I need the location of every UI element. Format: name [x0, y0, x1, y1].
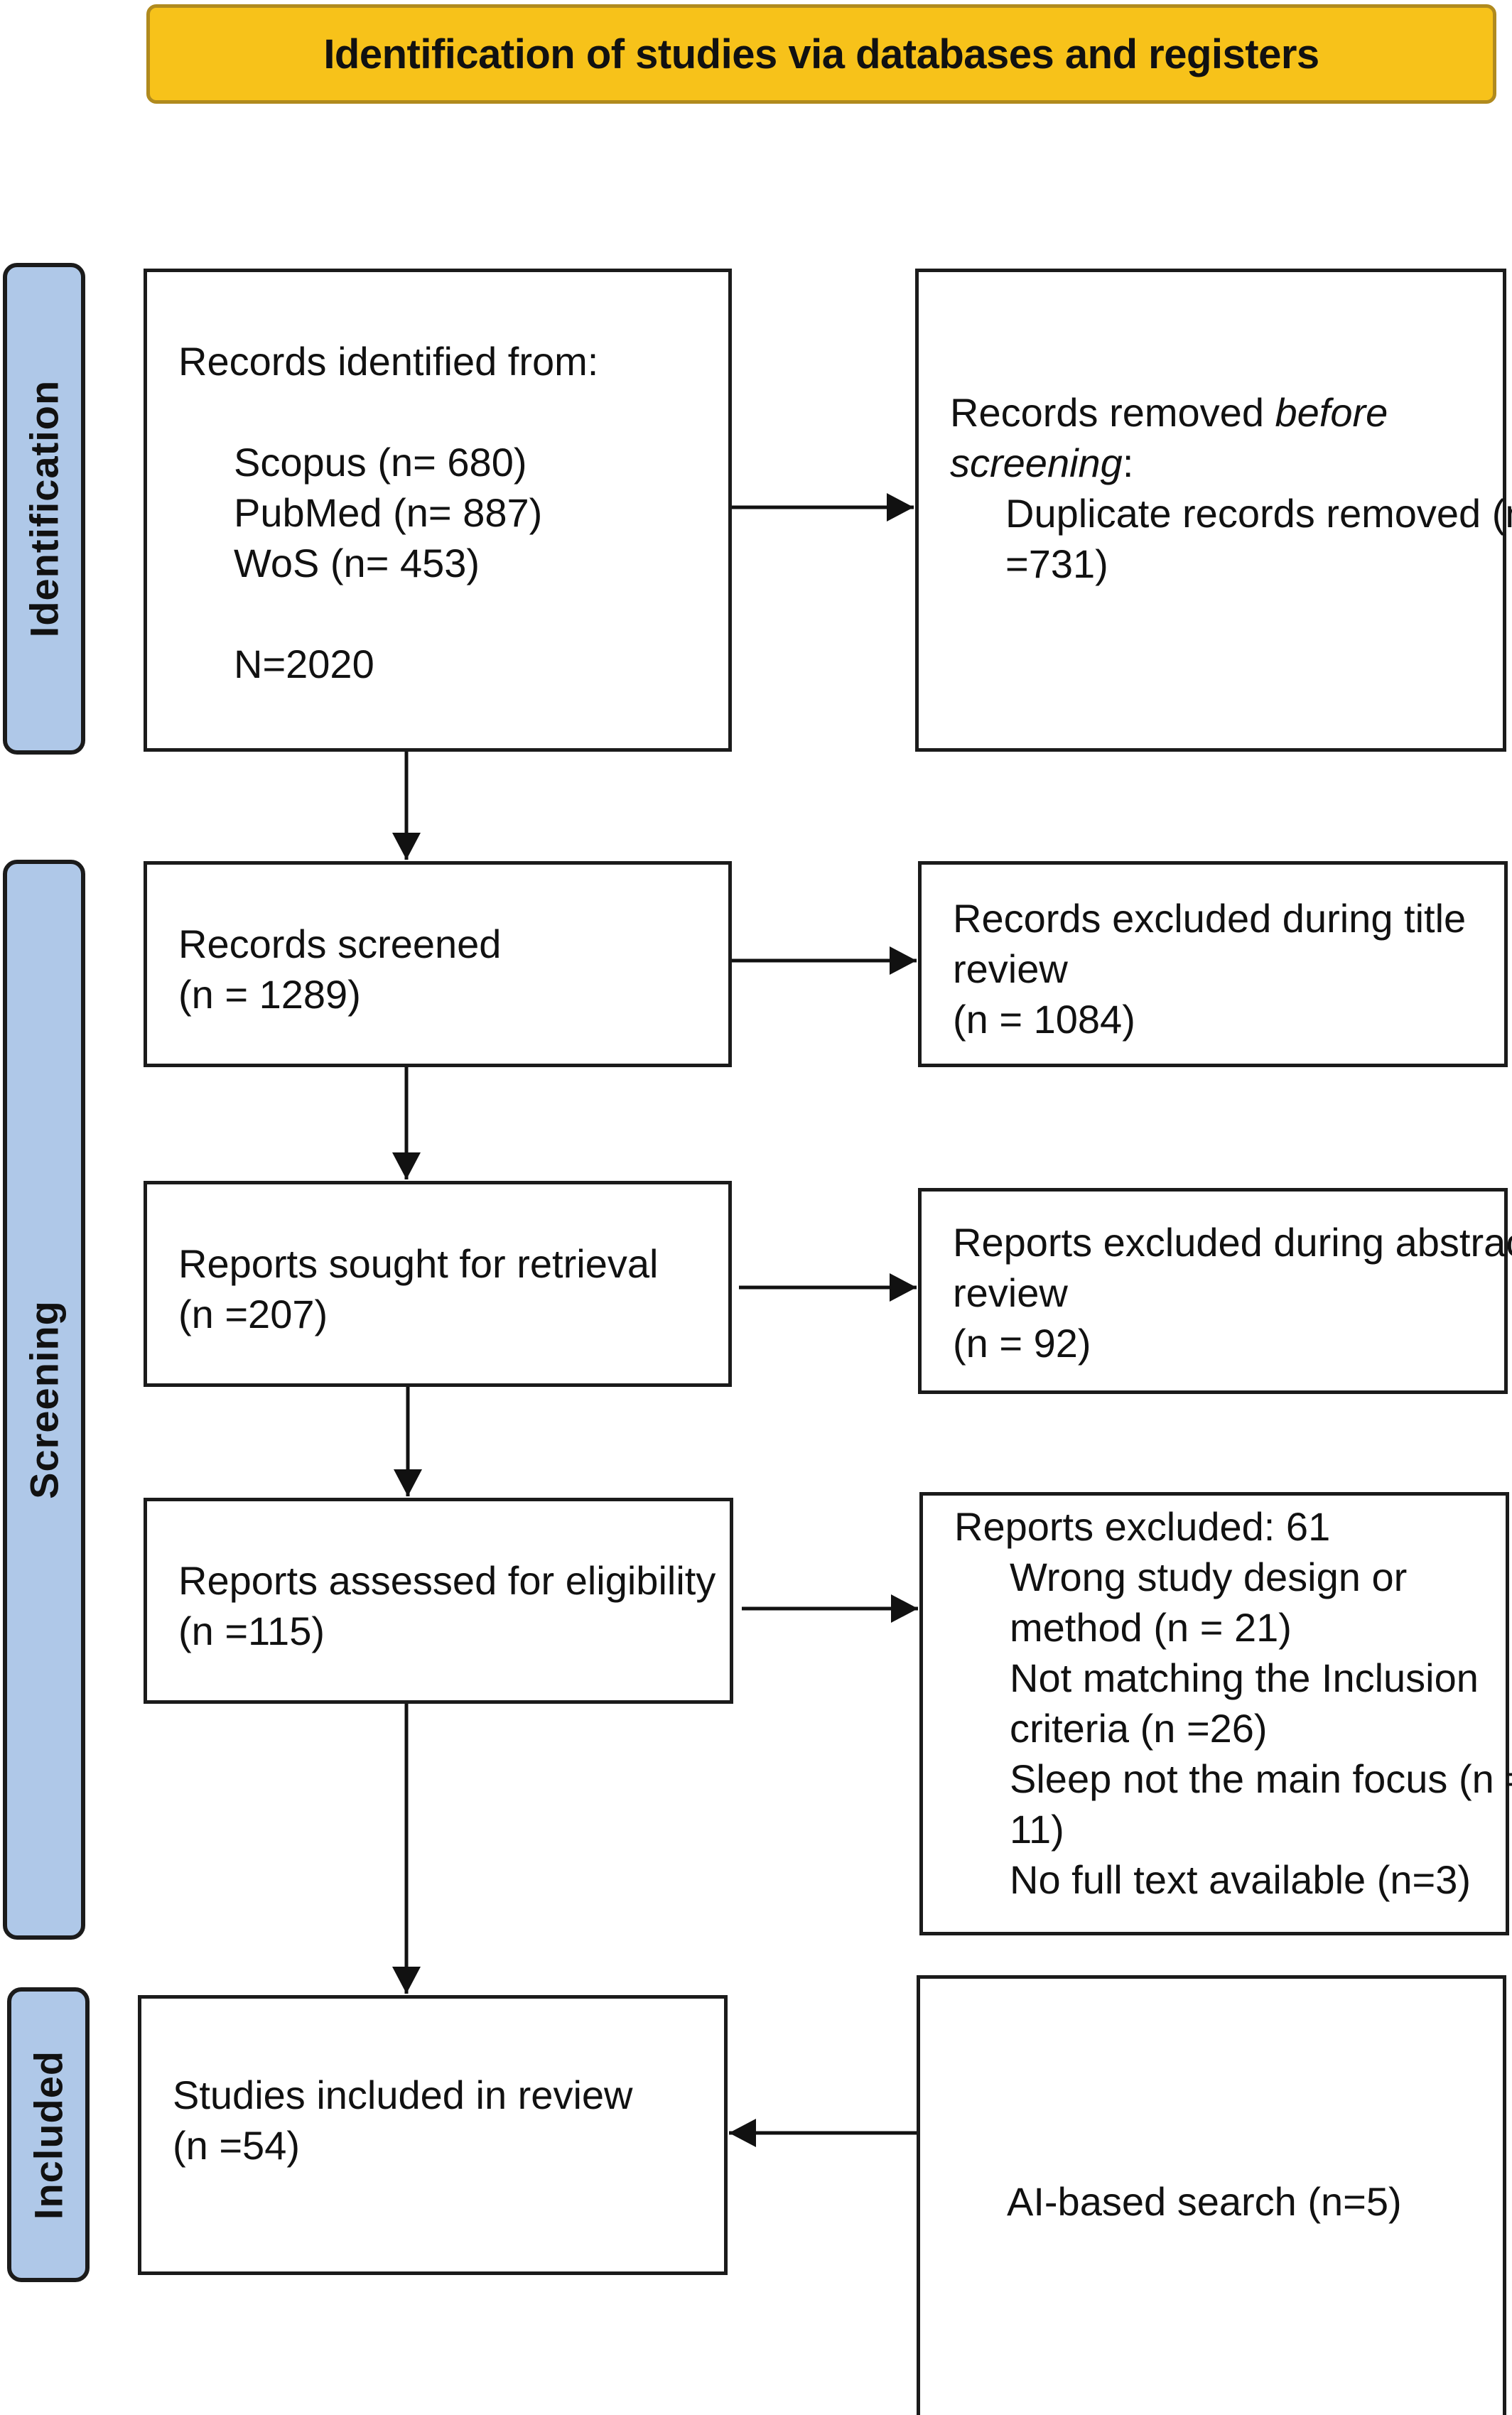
source-pubmed: PubMed (n= 887) [234, 490, 543, 535]
reports-excluded-abstract-line1: Reports excluded during abstract [953, 1220, 1512, 1265]
ai-search-label: AI-based search (n=5) [1007, 2179, 1402, 2224]
records-identified-heading: Records identified from: [178, 339, 599, 384]
excluded-reason-line: Not matching the Inclusion [1010, 1655, 1479, 1700]
reports-excluded-heading: Reports excluded: 61 [954, 1504, 1331, 1549]
records-excluded-title-line1: Records excluded during title [953, 896, 1467, 941]
records-identified-total: N=2020 [234, 642, 374, 686]
reports-excluded-abstract-line2: review [953, 1270, 1068, 1315]
excluded-reason-line: 11) [1010, 1807, 1064, 1852]
records-excluded-title-box: Records excluded during title review (n … [918, 861, 1508, 1067]
records-excluded-title-line2: review [953, 946, 1068, 991]
arrowhead [394, 1469, 422, 1496]
arrowhead [392, 1152, 421, 1179]
reports-sought-label: Reports sought for retrieval [178, 1241, 659, 1286]
studies-included-count: (n =54) [173, 2123, 300, 2168]
duplicates-removed-line: Duplicate records removed (n [1005, 491, 1512, 536]
reports-assessed-box: Reports assessed for eligibility (n =115… [144, 1498, 733, 1704]
records-screened-count: (n = 1289) [178, 972, 361, 1017]
excluded-reason-line: Sleep not the main focus (n = [1010, 1756, 1512, 1801]
arrowhead [891, 1594, 918, 1623]
reports-sought-box: Reports sought for retrieval (n =207) [144, 1181, 732, 1387]
records-screened-box: Records screened (n = 1289) [144, 861, 732, 1067]
reports-excluded-abstract-count: (n = 92) [953, 1321, 1091, 1366]
reports-assessed-count: (n =115) [178, 1609, 325, 1653]
source-scopus: Scopus (n= 680) [234, 440, 527, 485]
header-banner: Identification of studies via databases … [146, 4, 1496, 104]
records-identified-box: Records identified from: Scopus (n= 680)… [144, 269, 732, 752]
phase-included: Included [7, 1987, 90, 2282]
records-removed-line1: Records removed before [950, 390, 1388, 435]
arrowhead [887, 493, 914, 522]
studies-included-box: Studies included in review (n =54) [138, 1995, 728, 2275]
records-removed-line2: screening: [950, 441, 1134, 485]
excluded-reason-line: method (n = 21) [1010, 1605, 1292, 1650]
records-screened-label: Records screened [178, 922, 502, 966]
studies-included-label: Studies included in review [173, 2073, 633, 2117]
records-removed-box: Records removed before screening: Duplic… [915, 269, 1512, 752]
source-wos: WoS (n= 453) [234, 541, 480, 585]
header-title: Identification of studies via databases … [323, 31, 1319, 77]
reports-excluded-abstract-box: Reports excluded during abstract review … [918, 1188, 1512, 1394]
excluded-reason-line: Wrong study design or [1010, 1555, 1408, 1599]
records-excluded-title-count: (n = 1084) [953, 997, 1135, 1042]
arrowhead [890, 946, 917, 975]
reports-assessed-label: Reports assessed for eligibility [178, 1558, 716, 1603]
arrowhead [729, 2119, 756, 2147]
excluded-reason-line: criteria (n =26) [1010, 1706, 1268, 1751]
arrowhead [392, 1967, 421, 1994]
reports-sought-count: (n =207) [178, 1292, 328, 1336]
ai-search-box: AI-based search (n=5) [917, 1975, 1506, 2415]
duplicates-removed-count: =731) [1005, 541, 1108, 586]
phase-screening: Screening [3, 860, 85, 1940]
excluded-reason-line: No full text available (n=3) [1010, 1857, 1472, 1902]
arrowhead [392, 833, 421, 860]
reports-excluded-box: Reports excluded: 61 Wrong study design … [919, 1492, 1512, 1935]
arrowhead [890, 1273, 917, 1302]
phase-identification: Identification [3, 263, 85, 755]
